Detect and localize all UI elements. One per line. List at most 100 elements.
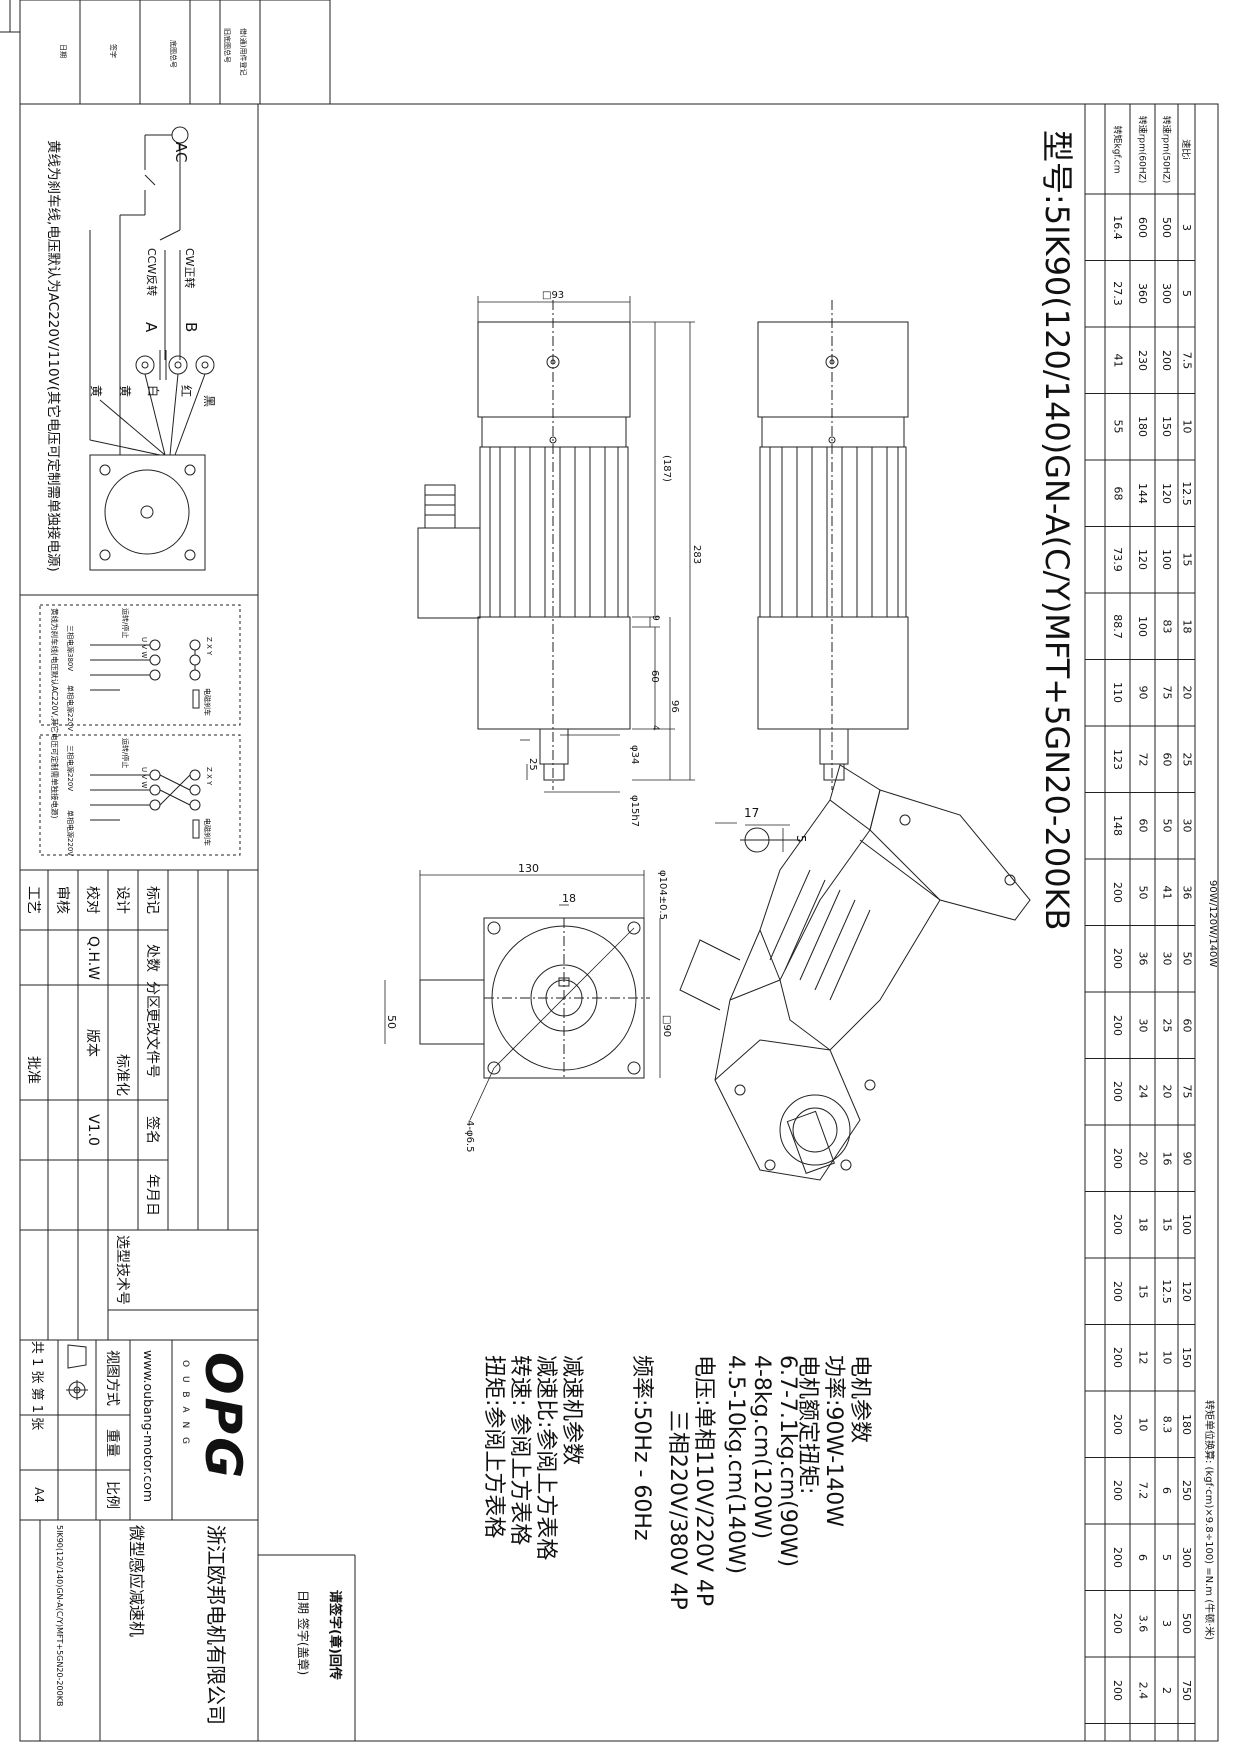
table-cell-ratios: 12.5 [1180,481,1193,506]
table-cell-torque: 148 [1111,815,1124,837]
table-cell-rpm50: 500 [1160,216,1173,238]
three-phase-run-stop-1: 运转/停止 [121,608,129,639]
table-cell-rpm60: 180 [1136,416,1149,438]
table-cell-rpm60: 2.4 [1136,1681,1149,1700]
tb-product: 微型感应减速机 [127,1525,146,1638]
tb-bili: 比例 [104,1481,120,1509]
table-cell-rpm60: 600 [1136,216,1149,238]
dim-130: 130 [518,862,539,875]
table-cell-rpm50: 5 [1160,1553,1173,1561]
table-cell-rpm50: 150 [1160,416,1173,438]
tb-xuanxing: 选型技术号 [114,1235,130,1305]
table-cell-torque: 200 [1111,1081,1124,1103]
table-cell-rpm50: 50 [1160,818,1173,833]
wiring-note: 黄线为刹车线,电压默认为AC220V/110V(其它电压可定制需单独接电源) [45,140,61,572]
table-cell-torque: 200 [1111,1347,1124,1369]
table-cell-ratios: 750 [1180,1679,1193,1701]
tb-genggai: 更改文件号 [144,1007,160,1078]
table-cell-rpm50: 3 [1160,1620,1173,1628]
tb-designer: Q.H.W [85,935,102,980]
tb-gongyi: 工艺 [25,886,41,914]
table-cell-rpm50: 83 [1160,619,1173,634]
dim-square-90: □90 [661,1015,672,1038]
table-cell-torque: 200 [1111,1679,1124,1701]
table-cell-rpm60: 7.2 [1136,1482,1149,1500]
table-cell-rpm50: 6 [1160,1487,1173,1495]
three-phase-uvw-2: U V W [140,767,148,789]
dim-50: 50 [385,1015,398,1029]
motor-side-view [417,300,631,790]
tb-shitu: 视图方式 [104,1349,120,1406]
strip-signature: 签字 [109,44,117,58]
table-cell-ratios: 20 [1180,685,1193,700]
table-cell-rpm60: 6 [1136,1553,1149,1561]
table-cell-rpm50: 30 [1160,951,1173,966]
table-cell-rpm60: 20 [1136,1151,1149,1166]
dim-18: 18 [562,892,576,905]
table-cell-ratios: 500 [1180,1613,1193,1635]
table-cell-ratios: 36 [1180,885,1193,900]
table-cell-ratios: 30 [1180,818,1193,833]
table-cell-torque: 68 [1111,486,1124,501]
strip-borrowed: 借(通)用件登记 [239,28,247,76]
tb-qianming: 签名 [144,1116,160,1144]
table-cell-ratios: 60 [1180,1018,1193,1033]
table-cell-torque: 27.3 [1111,281,1124,307]
motor-isometric-view [679,764,1031,1181]
tb-signature-line: 日期 签字(盖章) [296,1590,310,1676]
motor-param-line-2: 6.7-7.1kg.cm(90W) [775,1355,800,1568]
three-phase-zxy-1: Z X Y [205,637,213,656]
table-cell-rpm50: 15 [1160,1217,1173,1232]
table-cell-ratios: 15 [1180,552,1193,567]
three-phase-brake-1: 电磁刹车 [203,688,211,716]
wire-yellow-1: 黄 [118,385,132,398]
tb-biaoji: 标记 [144,886,160,914]
table-cell-rpm50: 60 [1160,752,1173,767]
tb-company: 浙江欧邦电机有限公司 [204,1525,228,1725]
table-cell-torque: 200 [1111,1214,1124,1236]
table-cell-torque: 41 [1111,353,1124,368]
three-phase-note: 黄线为刹车线(电压默认AC220V,其它电压可定制需单独接电源) [50,608,59,819]
table-cell-ratios: 5 [1180,290,1193,298]
motor-end-view [384,870,661,1121]
table-cell-rpm60: 50 [1136,885,1149,900]
dim-60: 60 [649,670,660,683]
three-phase-brake-2: 电磁刹车 [203,818,211,846]
table-cell-rpm50: 20 [1160,1084,1173,1099]
table-cell-ratios: 25 [1180,752,1193,767]
tb-sheets: 共 1 张 第 1 张 [29,1340,45,1430]
table-cell-rpm50: 10 [1160,1350,1173,1365]
dim-holes: 4-φ6.5 [464,1120,475,1153]
table-cell-ratios: 3 [1180,223,1193,231]
table-cell-rpm60: 24 [1136,1084,1149,1099]
wire-yellow-2: 黄 [89,385,103,398]
strip-old-drawing: 旧底图总号 [223,28,231,63]
dim-17: 17 [744,806,760,820]
three-phase-zxy-2: Z X Y [205,767,213,786]
single-phase-wiring [89,126,215,571]
single-220-b: 单相电源220V [66,810,74,857]
table-cell-rpm60: 10 [1136,1417,1149,1432]
single-220-a: 单相电源220V [66,685,74,732]
table-cell-rpm60: 3.6 [1136,1615,1149,1633]
wiring-b: B [182,322,200,333]
dim-phi-15: φ15h7 [629,795,640,828]
wiring-ac: AC [172,142,190,163]
table-cell-ratios: 250 [1180,1480,1193,1502]
three-phase-wiring [39,604,241,856]
table-cell-ratios: 300 [1180,1546,1193,1568]
table-cell-rpm60: 100 [1136,615,1149,637]
dim-phi-104: φ104±0.5 [657,870,668,920]
tb-version: V1.0 [85,1114,101,1146]
table-cell-rpm50: 12.5 [1160,1279,1173,1304]
table-cell-rpm50: 120 [1160,482,1173,504]
table-cell-torque: 110 [1111,682,1124,704]
table-cell-ratios: 100 [1180,1214,1193,1236]
three-phase-uvw-1: U V W [140,637,148,659]
table-cell-rpm50: 100 [1160,549,1173,571]
wiring-cw: CW正转 [183,248,196,289]
tb-website: www.oubang-motor.com [141,1350,156,1503]
table-cell-torque: 55 [1111,419,1124,434]
